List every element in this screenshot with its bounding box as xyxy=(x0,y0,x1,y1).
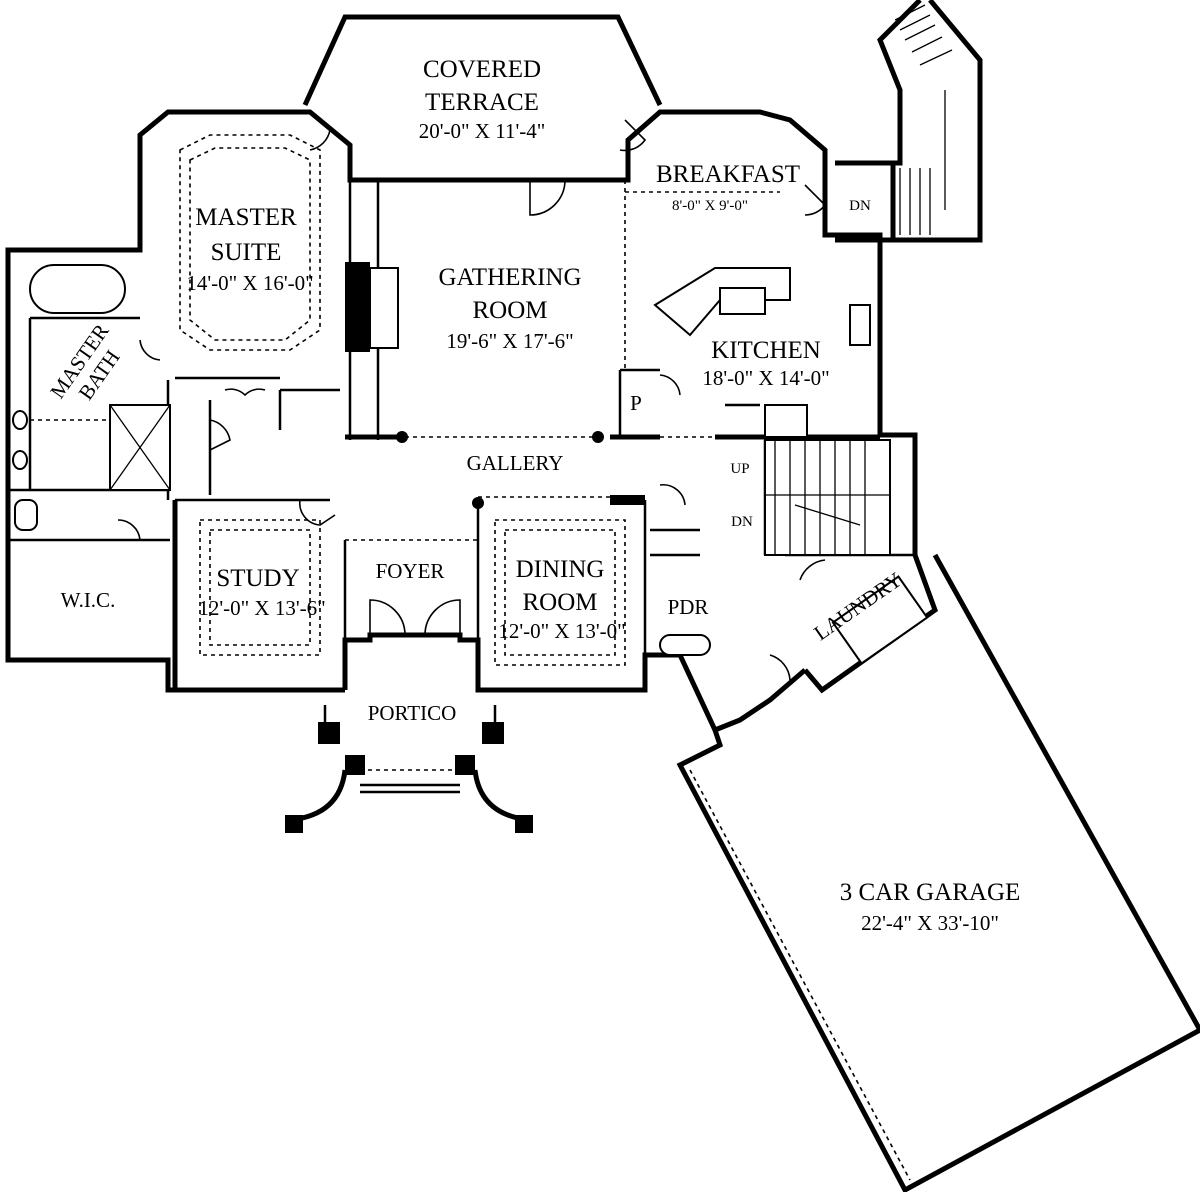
main-stairs xyxy=(764,439,891,556)
gathering-room-label-1: GATHERING xyxy=(438,264,581,291)
columns xyxy=(285,262,645,833)
wic-label: W.I.C. xyxy=(61,588,116,612)
deck-stairs xyxy=(894,4,953,235)
garage-label: 3 CAR GARAGE xyxy=(840,879,1021,906)
deck-stair-down-label: DN xyxy=(849,198,871,214)
master-suite-label-1: MASTER xyxy=(195,204,297,231)
pantry-label: P xyxy=(630,391,642,415)
gathering-room-label-2: ROOM xyxy=(472,297,547,324)
ceiling-outlines xyxy=(30,134,911,1181)
stair-down-label: DN xyxy=(731,514,753,530)
terrace-label-2: TERRACE xyxy=(425,89,539,116)
portico-label: PORTICO xyxy=(368,701,457,725)
gallery-label: GALLERY xyxy=(467,451,564,475)
doors xyxy=(117,111,827,681)
pdr-label: PDR xyxy=(668,595,709,619)
master-suite-label-2: SUITE xyxy=(211,239,282,266)
study-dims: 12'-0" X 13'-6" xyxy=(198,596,325,620)
garage-dims: 22'-4" X 33'-10" xyxy=(861,911,999,935)
master-suite-dims: 14'-0" X 16'-0" xyxy=(186,271,313,295)
dining-room-label-2: ROOM xyxy=(522,589,597,616)
exterior-walls xyxy=(5,0,1200,1192)
stair-up-label: UP xyxy=(730,461,749,477)
terrace-dims: 20'-0" X 11'-4" xyxy=(419,119,546,143)
gathering-room-dims: 19'-6" X 17'-6" xyxy=(446,329,573,353)
study-label: STUDY xyxy=(216,565,299,592)
kitchen-label: KITCHEN xyxy=(711,337,821,364)
breakfast-label: BREAKFAST xyxy=(656,161,800,188)
dining-room-dims: 12'-0" X 13'-0" xyxy=(498,619,625,643)
breakfast-dims: 8'-0" X 9'-0" xyxy=(672,198,748,214)
foyer-label: FOYER xyxy=(376,559,445,583)
kitchen-dims: 18'-0" X 14'-0" xyxy=(702,366,829,390)
fixtures xyxy=(12,264,929,665)
dining-room-label-1: DINING xyxy=(516,556,605,583)
terrace-label-1: COVERED xyxy=(423,56,541,83)
